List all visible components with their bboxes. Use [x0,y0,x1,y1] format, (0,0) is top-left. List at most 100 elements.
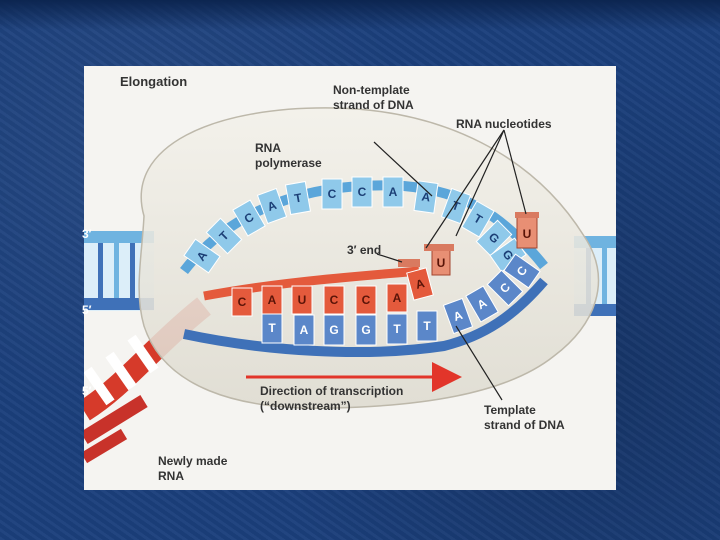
non-template-base-2-block [205,217,243,255]
rna-base-6-block [386,283,408,313]
template-base-1: T [261,312,283,344]
non-template-base-10: T [440,187,472,225]
newly-made-rna-label-line2: RNA [158,469,184,483]
rna-base-5-letter: C [362,293,371,307]
non-template-base-4: A [256,187,288,225]
direction-label-line2: (“downstream”) [260,399,351,413]
newly-made-rna-label-line1: Newly made [158,454,228,468]
incoming-nucleotide-2: U [515,212,539,249]
non-template-base-7: C [351,176,373,208]
non-template-base-6-block [321,178,343,210]
non-template-base-8-letter: A [389,185,398,199]
non-template-base-8: A [382,176,404,208]
rna-base-3: U [291,285,313,315]
rna-base-5: C [355,285,377,315]
pointer-lines [373,129,527,401]
non-template-base-5-letter: T [293,190,303,205]
template-base-6-letter: T [423,319,431,333]
direction-label-line1: Direction of transcription [260,384,403,398]
non-template-base-12: G [475,219,513,257]
rna-nucleotides-label: RNA nucleotides [456,117,552,131]
template-base-5-block [386,313,408,345]
template-strand [182,277,548,358]
pointer-template [455,325,503,401]
rna-base-3-block [291,285,313,315]
end-label-top-left: 3′ [82,227,92,241]
non-template-base-9: A [413,180,439,214]
rna-polymerase-label-line1: RNA [255,141,281,155]
end-label-bottom-left: 5′ [82,384,92,398]
end-label-middle-left: 5′ [82,303,92,317]
template-base-3: G [323,314,345,346]
incoming-nucleotide-label-1: U [437,256,446,270]
three-prime-end-label: 3′ end [347,243,381,257]
pointer-non-template [373,141,433,197]
rna-base-7-letter: A [414,276,426,292]
pointer-rna-nucleotide-1 [425,129,505,249]
rna-base-7: A [406,267,434,301]
non-template-label-line2: strand of DNA [333,98,414,112]
rna-base-4-block [323,285,345,315]
slide-top-band [0,0,720,30]
template-base-5: T [386,313,408,345]
incoming-nucleotide-label-2: U [523,227,532,241]
non-template-label-line1: Non-template [333,83,410,97]
non-template-base-8-block [382,176,404,208]
non-template-strand [180,180,548,275]
rna-base-1-letter: C [238,295,247,309]
template-base-2-letter: A [300,323,309,337]
template-base-8: A [465,285,499,323]
non-template-base-4-block [256,187,288,225]
template-base-2: A [293,314,315,346]
rna-base-6-letter: A [393,291,402,305]
template-label-line2: strand of DNA [484,418,565,432]
nucleotide-cap-2 [424,244,454,251]
rna-base-2-block [261,285,283,315]
non-template-base-1: A [183,238,221,274]
pointer-three-prime-end [376,253,403,263]
template-base-10-block [503,253,541,289]
pointer-rna-nucleotide-3 [503,129,527,215]
non-template-base-11-block [461,200,495,238]
non-template-base-7-letter: C [358,185,367,199]
rna-base-4-letter: C [330,293,339,307]
rna-base-1: C [231,287,253,317]
template-label-line1: Template [484,403,536,417]
template-base-4-letter: G [361,323,370,337]
non-template-base-1-block [183,238,221,274]
template-base-3-letter: G [329,323,338,337]
non-template-base-12-block [475,219,513,257]
non-template-base-3: C [232,199,266,237]
template-base-4: G [355,314,377,346]
template-base-9: C [486,269,524,307]
non-template-base-11: T [461,200,495,238]
template-base-7-block [442,297,474,335]
incoming-nucleotide-1: U [431,248,451,276]
non-template-base-6-letter: C [328,187,337,201]
rna-base-1-block [231,287,253,317]
rna-base-7-block [406,267,434,301]
template-base-7: A [442,297,474,335]
rna-polymerase-label-line2: polymerase [255,156,322,170]
non-template-base-5: T [284,180,312,216]
template-base-8-block [465,285,499,323]
non-template-base-6: C [321,178,343,210]
non-template-base-9-letter: A [421,189,432,204]
non-template-base-3-block [232,199,266,237]
pointer-rna-nucleotide-2 [455,129,505,237]
rna-base-2: A [261,285,283,315]
template-base-3-block [323,314,345,346]
rna-base-6: A [386,283,408,313]
template-base-4-block [355,314,377,346]
template-base-6: T [416,310,438,342]
template-base-2-block [293,314,315,346]
rna-base-3-letter: U [298,293,307,307]
non-template-base-10-block [440,187,472,225]
template-base-1-letter: T [268,321,276,335]
non-template-base-5-block [284,180,312,216]
